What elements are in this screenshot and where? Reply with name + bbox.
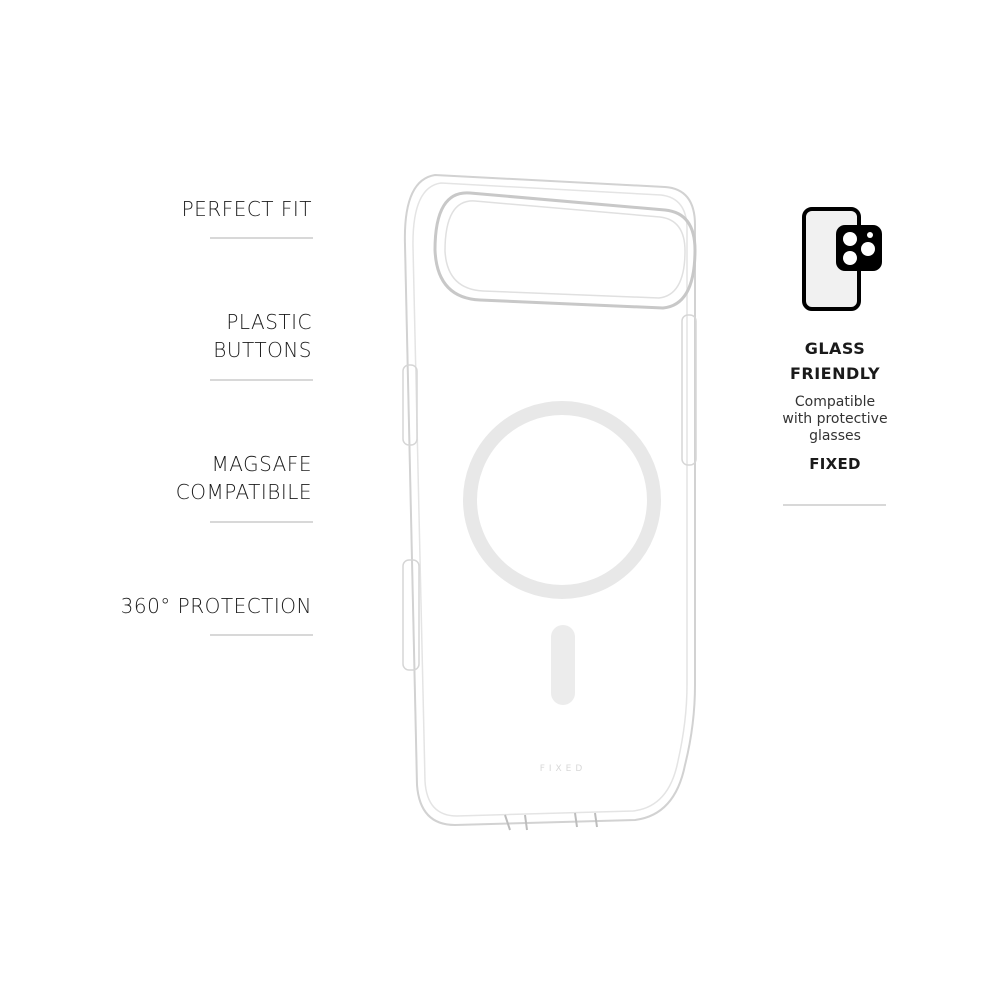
- phone-case-icon: FIXED: [402, 173, 697, 831]
- feature-perfect-fit: PERFECT FIT: [52, 195, 312, 223]
- divider: [783, 504, 886, 506]
- glass-friendly-title: GLASS FRIENDLY: [789, 339, 881, 383]
- phone-with-camera-protector-icon: [802, 207, 882, 311]
- feature-label: MAGSAFE COMPATIBILE: [175, 452, 312, 504]
- feature-plastic-buttons: PLASTIC BUTTONS: [52, 308, 312, 364]
- brand-label: FIXED: [809, 455, 861, 473]
- glass-friendly-panel: GLASS FRIENDLY Compatible with protectiv…: [770, 200, 900, 473]
- feature-label: PLASTIC BUTTONS: [213, 310, 312, 362]
- divider: [210, 521, 313, 523]
- feature-magsafe-compatible: MAGSAFE COMPATIBILE: [52, 450, 312, 506]
- clear-phone-case-image: FIXED: [395, 165, 705, 835]
- divider: [210, 634, 313, 636]
- feature-label: PERFECT FIT: [181, 197, 312, 221]
- feature-label: 360° PROTECTION: [120, 594, 312, 618]
- divider: [210, 379, 313, 381]
- feature-360-protection: 360° PROTECTION: [52, 592, 312, 620]
- divider: [210, 237, 313, 239]
- brand-engraving: FIXED: [540, 764, 587, 774]
- glass-friendly-description: Compatible with protective glasses: [782, 394, 888, 444]
